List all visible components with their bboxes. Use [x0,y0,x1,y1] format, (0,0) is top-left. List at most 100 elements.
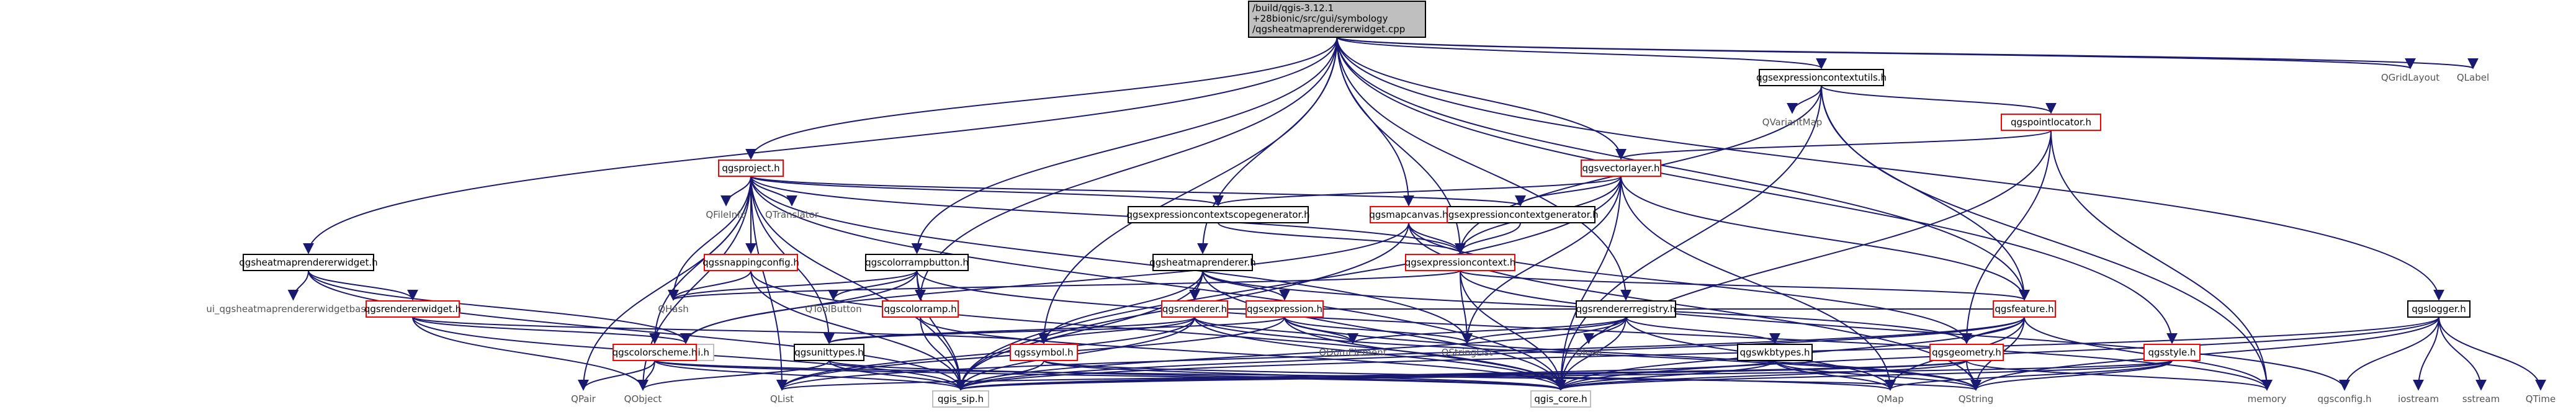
node-QPair: QPair [571,393,596,405]
node-QList: QList [770,393,794,405]
node-label-qgsrenderer: qgsrenderer.h [1162,303,1227,315]
node-memory: memory [2248,393,2287,405]
node-qgsheatmaprendererwidget[interactable]: qgsheatmaprendererwidget.h [239,254,378,271]
edge-qgsvectorlayer-to-qgsexpressioncontextscopegenerator [1213,176,1622,207]
node-label-qgsexpressioncontext: qgsexpressioncontext.h [1405,257,1516,268]
node-qgsheatmaprenderer[interactable]: qgsheatmaprenderer.h [1149,254,1256,271]
node-qgscolorramp[interactable]: qgscolorramp.h [882,300,959,318]
edge-root-to-qgsexpressioncontextutils [1336,37,1827,69]
node-qgsproject[interactable]: qgsproject.h [718,159,784,177]
node-label-qgsheatmaprendererwidget: qgsheatmaprendererwidget.h [239,257,377,268]
edge-qgsheatmaprendererwidget-to-qgsrendererwidget [308,270,418,301]
node-label-qgsproject: qgsproject.h [722,163,779,174]
node-QIcon: QIcon [1575,347,1602,358]
node-label-QToolButton: QToolButton [805,303,861,315]
node-QLabel: QLabel [2457,72,2489,83]
edge-qgsproject-to-qgsexpressioncontextscopegenerator [750,176,1224,207]
edge-qgsrendererwidget-to-qgssymbol [412,316,1049,344]
edge-qgsmapcanvas-to-qgsexpressioncontext [1408,222,1466,254]
edge-qgsunittypes-to-qgis_sip [828,360,966,391]
edge-qgsheatmaprenderer-to-qgsexpression [1202,270,1290,301]
edge-root-to-qgsproject [745,37,1338,160]
edge-qgsgeometry-to-qgis_core [1555,360,1967,391]
node-QObject: QObject [624,393,662,405]
node-label-qgsexpression: qgsexpression.h [1247,303,1322,315]
edge-qgsproject-to-qgis_sip [750,176,966,391]
node-label-qgis_core: qgis_core.h [1534,393,1587,405]
node-label-QFileInfo: QFileInfo [706,209,746,220]
edge-qgslogger-to-qgis_sip [955,316,2439,391]
node-qgsmapcanvas[interactable]: qgsmapcanvas.h [1369,206,1448,223]
edge-qgsgeometry-to-memory [1966,360,2273,391]
node-label-qgsgeometry: qgsgeometry.h [1932,347,2001,358]
edge-qgsproject-to-QHash [668,176,752,301]
node-qgsunittypes[interactable]: qgsunittypes.h [794,344,864,361]
edge-qgsexpressioncontext-to-QStringList [1460,270,1473,344]
edge-qgsgeometry-to-QList [777,360,1967,391]
edge-qgslogger-to-sstream [2438,316,2487,391]
edge-qgsheatmaprendererwidget-to-ui_qgsheatmaprendererwidgetbase [287,270,309,301]
node-qgsrendererregistry[interactable]: qgsrendererregistry.h [1576,300,1676,318]
node-qgswkbtypes[interactable]: qgswkbtypes.h [1737,344,1813,361]
edge-qgsrendererregistry-to-QIcon [1583,316,1627,344]
edge-root-to-qgscolorramp [915,37,1338,301]
node-qgsexpressioncontextgenerator[interactable]: qgsexpressioncontextgenerator.h [1442,206,1599,223]
node-qgsexpression[interactable]: qgsexpression.h [1245,300,1324,318]
node-label-qgsrendererregistry: qgsrendererregistry.h [1576,303,1676,315]
edge-qgsheatmaprendererwidget-to-qgis_gui [308,270,691,344]
node-label-QDomElement: QDomElement [1319,347,1386,358]
node-label-qgsexpressioncontextgenerator: qgsexpressioncontextgenerator.h [1442,209,1598,220]
node-label-QHash: QHash [658,303,689,315]
node-qgslogger[interactable]: qgslogger.h [2407,300,2471,318]
node-qgsexpressioncontext[interactable]: qgsexpressioncontext.h [1405,254,1516,271]
edge-qgsstyle-to-QString [1970,360,2173,391]
node-qgsexpressioncontextscopegenerator[interactable]: qgsexpressioncontextscopegenerator.h [1126,206,1310,223]
node-label-QLabel: QLabel [2457,72,2489,83]
node-QToolButton: QToolButton [805,303,861,315]
node-layer: /build/qgis-3.12.1+28bionic/src/gui/symb… [206,1,2556,408]
node-qgssymbol[interactable]: qgssymbol.h [1010,344,1078,361]
node-label-qgssnappingconfig: qgssnappingconfig.h [702,257,799,268]
node-qgis_core[interactable]: qgis_core.h [1530,390,1591,408]
node-qgssnappingconfig[interactable]: qgssnappingconfig.h [702,254,799,271]
node-qgis_sip[interactable]: qgis_sip.h [932,390,989,408]
node-qgsstyle[interactable]: qgsstyle.h [2143,344,2201,361]
edge-qgsexpression-to-QStringList [1284,316,1473,344]
node-label-qgsvectorlayer: qgsvectorlayer.h [1582,163,1660,174]
node-label-qgsfeature: qgsfeature.h [1995,303,2053,315]
edge-qgsrendererregistry-to-qgswkbtypes [1625,316,1780,344]
node-qgsrendererwidget[interactable]: qgsrendererwidget.h [364,300,461,318]
node-label-QString: QString [1959,393,1994,405]
node-qgsvectorlayer[interactable]: qgsvectorlayer.h [1581,159,1661,177]
edge-qgsproject-to-qgsexpressioncontextgenerator [750,176,1526,207]
edge-qgscolorscheme-to-qgis_sip [654,360,966,391]
edge-qgsproject-to-qgscolorscheme [649,176,752,344]
node-label-QStringList: QStringList [1442,347,1493,358]
node-qgscolorscheme[interactable]: qgscolorscheme.h [613,344,698,361]
node-label-qgis_sip: qgis_sip.h [938,393,984,405]
node-iostream: iostream [2398,393,2439,405]
node-label-qgscolorscheme: qgscolorscheme.h [613,347,698,358]
edge-qgscolorscheme-to-QPair [578,360,655,391]
edge-qgsfeature-to-QList [776,316,2025,391]
node-label-QTime: QTime [2526,393,2556,405]
node-label-qgspointlocator: qgspointlocator.h [2011,117,2091,128]
node-qgsfeature[interactable]: qgsfeature.h [1993,300,2056,318]
edge-qgsexpressioncontextutils-to-QVariantMap [1787,85,1822,114]
node-qgsgeometry[interactable]: qgsgeometry.h [1929,344,2004,361]
node-qgsexpressioncontextutils[interactable]: qgsexpressioncontextutils.h [1756,69,1887,86]
edge-root-to-qgslogger [1336,37,2444,301]
node-label-QMap: QMap [1877,393,1903,405]
node-qgspointlocator[interactable]: qgspointlocator.h [2001,114,2101,131]
node-sstream: sstream [2462,393,2500,405]
node-label-qgsmapcanvas: qgsmapcanvas.h [1369,209,1448,220]
node-qgsrenderer[interactable]: qgsrenderer.h [1161,300,1228,318]
node-label-QTranslator: QTranslator [765,209,819,220]
edge-qgsrendererregistry-to-QStringList [1461,316,1627,344]
node-label-ui_qgsheatmaprendererwidgetbase: ui_qgsheatmaprendererwidgetbase.h [206,303,380,315]
node-label-QVariantMap: QVariantMap [1762,117,1823,128]
node-root-file[interactable]: /build/qgis-3.12.1+28bionic/src/gui/symb… [1248,1,1426,38]
node-qgscolorrampbutton[interactable]: qgscolorrampbutton.h [865,254,969,271]
edge-qgsrendererregistry-to-QDomElement [1347,316,1627,344]
